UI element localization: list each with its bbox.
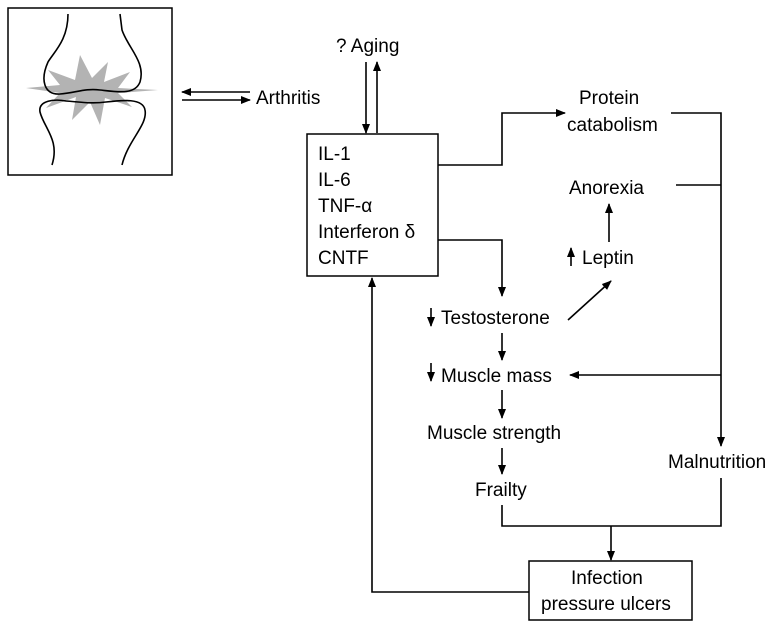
cytokine-interferon-delta: Interferon δ [318,222,415,243]
node-protein-catabolism-line2: catabolism [567,115,658,136]
cytokine-il6: IL-6 [318,170,351,191]
cytokine-tnf-alpha: TNF-α [318,196,372,217]
node-arthritis: Arthritis [256,88,320,109]
node-aging: ? Aging [336,36,399,57]
node-infection-line2: pressure ulcers [541,594,671,615]
node-muscle-mass: Muscle mass [441,366,552,387]
line-frailty-malnutrition-merge [502,478,721,526]
node-leptin: Leptin [582,248,634,269]
arrow-testosterone-to-leptin [568,281,611,320]
node-infection-line1: Infection [571,568,643,589]
arrow-cytokines-to-testosterone [438,240,502,296]
cytokine-cntf: CNTF [318,248,369,269]
arrow-cytokines-to-protein-catabolism [438,113,565,165]
arrow-protein-catabolism-to-malnutrition [671,113,721,446]
node-testosterone: Testosterone [441,308,550,329]
node-anorexia: Anorexia [569,178,644,199]
node-protein-catabolism-line1: Protein [579,88,639,109]
node-malnutrition: Malnutrition [668,452,766,473]
node-frailty: Frailty [475,480,527,501]
node-muscle-strength: Muscle strength [427,423,561,444]
arthritic-joint-illustration [8,8,172,175]
cytokine-il1: IL-1 [318,144,351,165]
